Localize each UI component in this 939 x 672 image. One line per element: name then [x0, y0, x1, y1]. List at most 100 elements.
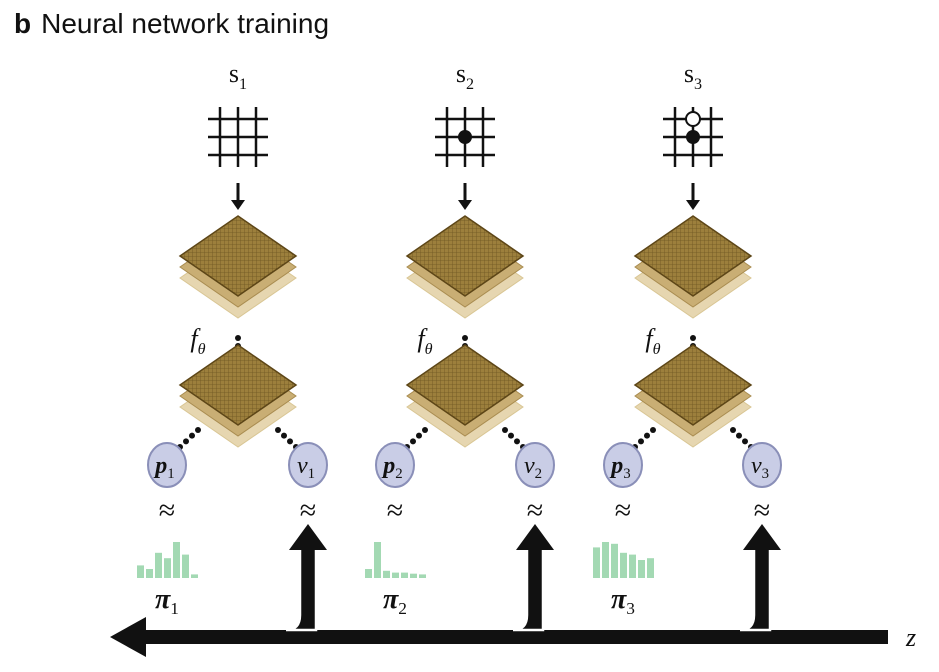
state-label-subscript: 3 [694, 76, 702, 93]
policy-bar [374, 542, 381, 578]
policy-bar [638, 560, 645, 578]
connector-dot [730, 427, 736, 433]
policy-bar [365, 569, 372, 578]
connector-dot [410, 438, 416, 445]
target-policy-label-symbol: π [383, 584, 399, 615]
outcome-branch-shaft [285, 546, 318, 632]
state-label-subscript: 2 [466, 76, 474, 93]
outcome-branch-shaft [739, 546, 772, 632]
value-output-node: v3 [742, 442, 782, 488]
network-layer [405, 215, 525, 297]
policy-bar [146, 569, 153, 578]
search-policy-histogram [365, 542, 426, 578]
policy-bar [173, 542, 180, 578]
policy-approx-sign-symbol: ≈ [387, 494, 403, 527]
policy-bar [392, 572, 399, 578]
policy-output-node-label-symbol: p [381, 453, 395, 479]
policy-bar [602, 542, 609, 578]
connector-dot [644, 432, 650, 439]
target-policy-label: π2 [383, 584, 407, 618]
network-label: fθ [190, 324, 205, 358]
value-approx-sign-symbol: ≈ [300, 494, 316, 527]
policy-bar [182, 554, 189, 578]
policy-approx-sign: ≈ [159, 494, 175, 527]
policy-output-node-label: p3 [609, 453, 630, 482]
policy-bar [611, 543, 618, 578]
network-label-subscript: θ [425, 341, 433, 358]
policy-output-node-label: p1 [153, 453, 174, 482]
state-label: s2 [456, 59, 474, 93]
policy-output-node-circle [603, 442, 643, 488]
network-layer [178, 344, 298, 426]
value-output-node-label: v1 [297, 453, 315, 482]
policy-bar [647, 558, 654, 578]
connector-dot [422, 427, 428, 433]
network-input-layers [405, 215, 525, 319]
connector-dot [650, 427, 656, 433]
connector-dot [690, 335, 696, 341]
outcome-left-arrowhead-icon [110, 617, 146, 657]
network-label-subscript: θ [198, 341, 206, 358]
policy-bar [593, 547, 600, 578]
value-output-node-label-subscript: 1 [308, 466, 315, 482]
policy-bar [155, 552, 162, 578]
policy-output-node-label-subscript: 2 [395, 466, 402, 482]
value-output-node-label: v2 [524, 453, 542, 482]
policy-bar [383, 570, 390, 578]
target-policy-label-subscript: 2 [398, 599, 407, 618]
connector-dot [235, 335, 241, 341]
target-policy-label-symbol: π [155, 584, 171, 615]
policy-output-node: p1 [147, 442, 187, 488]
network-label-subscript: θ [653, 341, 661, 358]
network-label-symbol: f [645, 324, 656, 353]
outcome-branch-shaft [512, 546, 545, 632]
policy-bar [191, 574, 198, 578]
state-label-symbol: s [684, 59, 694, 88]
black-stone-icon [686, 130, 700, 144]
network-layer [633, 215, 753, 297]
connector-dot [514, 438, 520, 445]
target-policy-label-subscript: 3 [626, 599, 635, 618]
panel-title: Neural network training [41, 8, 330, 39]
target-policy-label: π1 [155, 584, 179, 618]
network-layer [633, 344, 753, 426]
value-approx-sign-symbol: ≈ [527, 494, 543, 527]
connector-dot [416, 432, 422, 439]
white-stone-icon [685, 111, 701, 127]
value-approx-sign: ≈ [527, 494, 543, 527]
go-board-icon [663, 107, 723, 167]
outcome-up-arrowhead-icon [743, 524, 781, 550]
policy-bar [164, 558, 171, 578]
value-output-node: v1 [288, 442, 328, 488]
game-outcome-arrows: z [110, 524, 916, 657]
arrow-head-icon [231, 200, 245, 210]
policy-bar [629, 554, 636, 578]
policy-output-node-label-subscript: 1 [167, 466, 174, 482]
outcome-up-arrowhead-icon [289, 524, 327, 550]
policy-output-node-label-subscript: 3 [623, 466, 630, 482]
policy-output-node-label-symbol: p [153, 453, 167, 479]
policy-bar [620, 552, 627, 578]
search-policy-histogram [137, 542, 198, 578]
arrow-head-icon [686, 200, 700, 210]
state-label-subscript: 1 [239, 76, 247, 93]
value-output-node-circle [515, 442, 555, 488]
policy-approx-sign-symbol: ≈ [615, 494, 631, 527]
value-approx-sign: ≈ [754, 494, 770, 527]
connector-dot [275, 427, 281, 433]
policy-output-node-label: p2 [381, 453, 402, 482]
policy-output-node-circle [375, 442, 415, 488]
go-board-icon [435, 107, 495, 167]
value-output-node-circle [742, 442, 782, 488]
panel-letter: b [14, 8, 32, 39]
state-label: s3 [684, 59, 702, 93]
black-stone-icon [458, 130, 472, 144]
policy-bar [419, 574, 426, 578]
value-output-node: v2 [515, 442, 555, 488]
connector-dot [287, 438, 293, 445]
